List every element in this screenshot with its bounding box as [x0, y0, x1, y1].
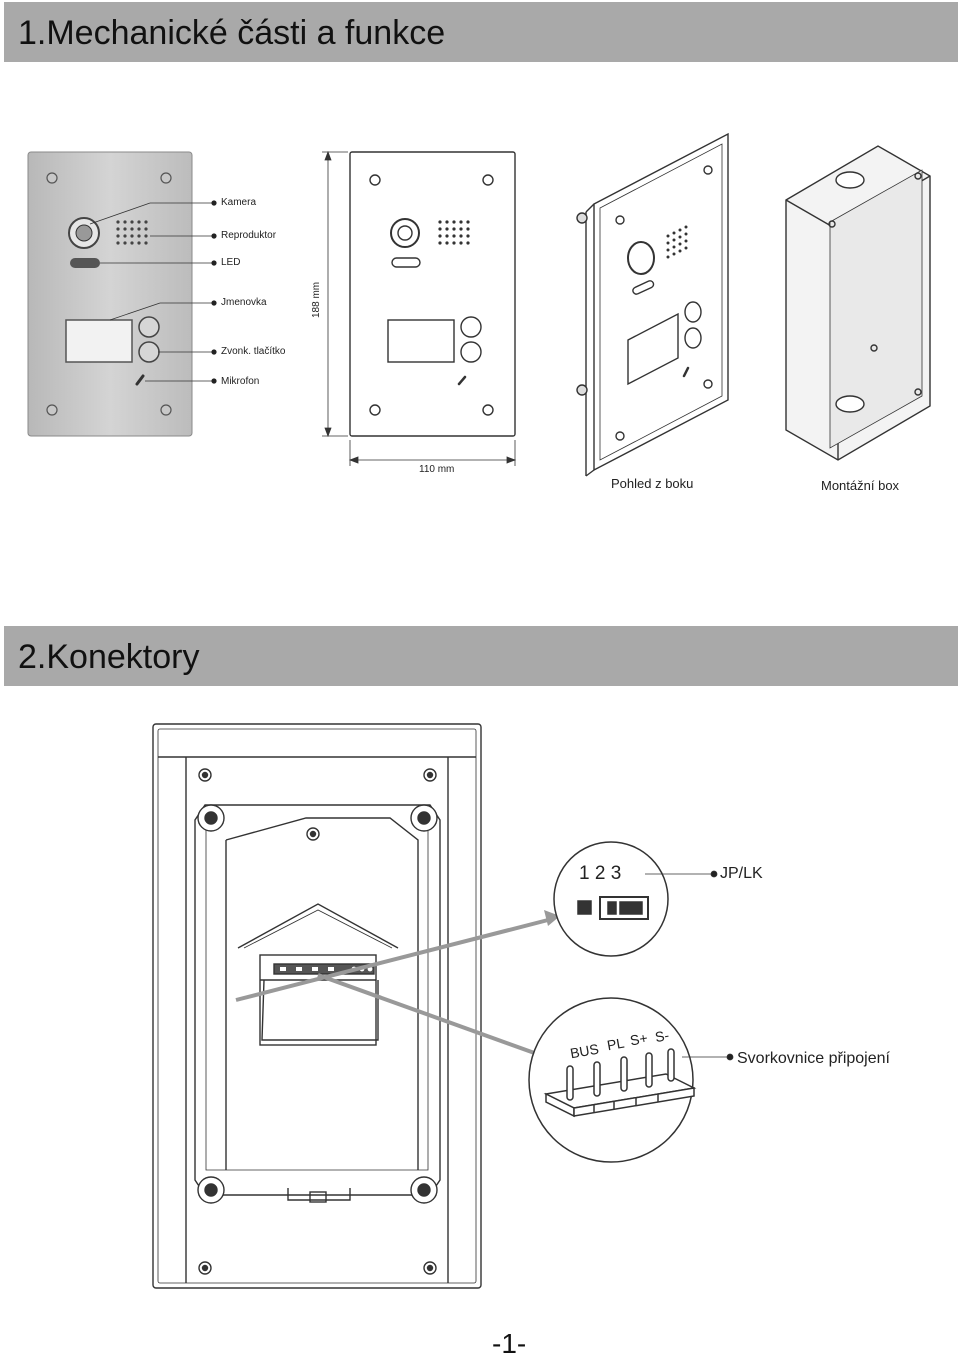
mounting-box-drawing	[785, 145, 931, 461]
front-panel-photo	[27, 151, 193, 437]
callout-camera: Kamera	[221, 197, 257, 208]
section-title: 2.Konektory	[18, 638, 200, 676]
mount-box-label: Montážní box	[821, 478, 900, 493]
jumper-zoom	[553, 841, 669, 957]
page-number: -1-	[492, 1328, 527, 1359]
terminal-label: Svorkovnice připojení	[737, 1050, 890, 1067]
device-illustrations	[27, 132, 931, 477]
terminal-pl: PL	[605, 1034, 626, 1054]
height-dimension: 188 mm	[311, 281, 322, 318]
side-view-label: Pohled z boku	[611, 476, 694, 491]
side-view-drawing	[576, 132, 729, 477]
front-panel-outline	[349, 151, 516, 437]
section-title: 1.Mechanické části a funkce	[18, 14, 446, 52]
terminal-bus: BUS	[568, 1040, 600, 1062]
rear-panel-drawing	[152, 723, 482, 1289]
terminal-zoom	[528, 997, 697, 1163]
callout-microphone: Mikrofon	[221, 376, 260, 387]
jumper-label: JP/LK	[720, 865, 763, 882]
section-header-bar	[4, 626, 958, 686]
terminal-s-minus: S-	[653, 1026, 671, 1046]
jumper-numbers: 1 2 3	[579, 863, 622, 884]
callout-nameplate: Jmenovka	[221, 297, 267, 308]
callout-led: LED	[221, 257, 241, 268]
width-dimension: 110 mm	[419, 464, 455, 475]
terminal-s-plus: S+	[628, 1029, 649, 1049]
section-header-bar	[4, 2, 958, 62]
callout-speaker: Reproduktor	[221, 230, 277, 241]
callout-call-button: Zvonk. tlačítko	[221, 346, 286, 357]
